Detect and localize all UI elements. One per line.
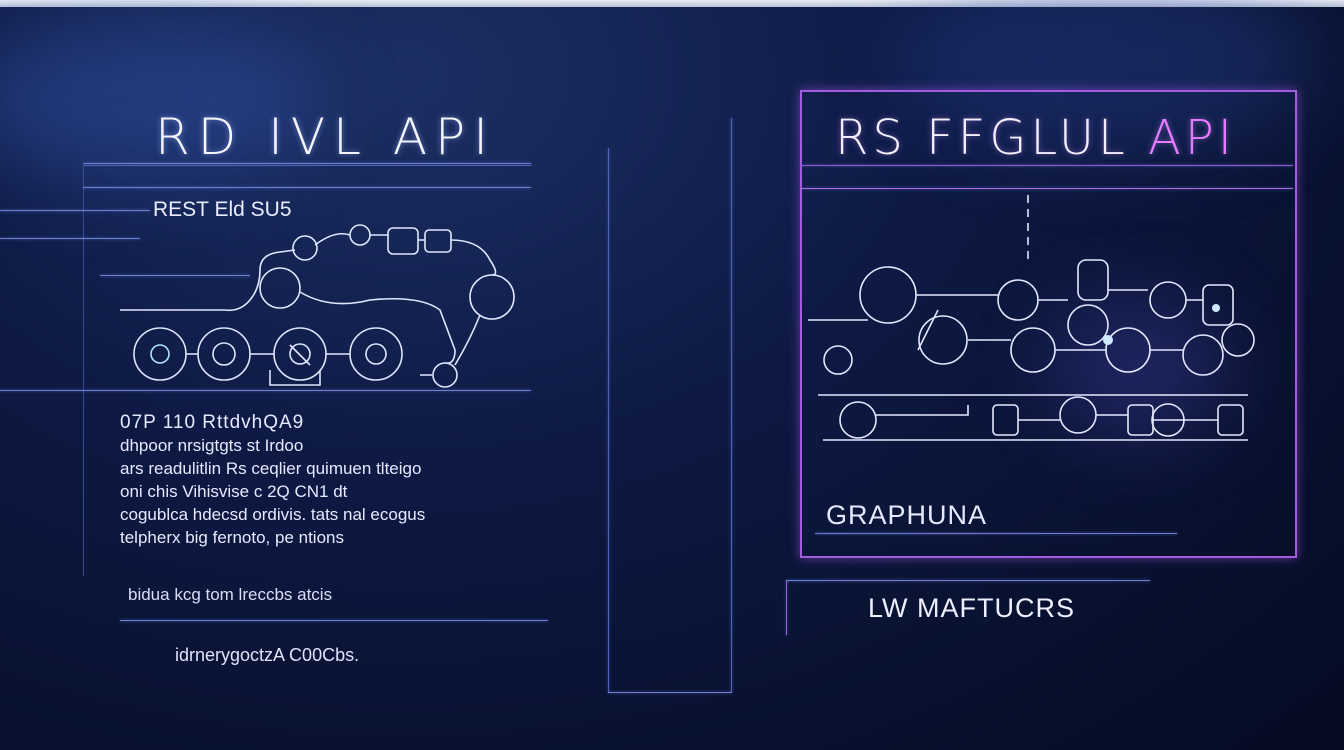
paragraph-line: telpherx big fernoto, pe ntions <box>120 528 344 547</box>
diagram-node <box>259 267 301 309</box>
right-panel-title: RS FFGLUL API <box>835 110 1236 166</box>
graph-label: GRAPHUNA <box>826 500 988 530</box>
paragraph-line: dhpoor nrsigtgts st Irdoo <box>120 436 304 455</box>
right-network-diagram <box>808 195 1255 441</box>
diagram-node <box>1202 284 1234 326</box>
left-panel-frame <box>83 165 532 576</box>
diagram-node <box>349 224 371 246</box>
diagram-node <box>197 327 251 381</box>
left-panel-note: bidua kcg tom lreccbs atcis <box>128 585 333 604</box>
divider <box>786 580 1150 581</box>
right-panel-title-main: RS FFGLUL <box>835 110 1129 166</box>
divider <box>815 533 1177 534</box>
diagram-node <box>918 315 968 365</box>
diagram-node <box>1221 323 1255 357</box>
diagram-node <box>992 404 1019 436</box>
diagram-node <box>292 235 318 261</box>
diagram-node <box>823 345 853 375</box>
diagram-node <box>424 229 452 253</box>
diagram-link <box>314 232 497 276</box>
divider <box>608 692 732 693</box>
divider <box>0 210 150 211</box>
left-network-diagram <box>120 224 515 388</box>
divider <box>0 390 531 391</box>
separator-line <box>731 118 732 693</box>
paragraph-line: cogublca hdecsd ordivis. tats nal ecogus <box>120 505 426 524</box>
diagram-node <box>997 279 1039 321</box>
lower-label: LW MAFTUCRS <box>868 593 1075 623</box>
diagram-node <box>349 327 403 381</box>
left-panel-footer: idrnerygoctzA C00Cbs. <box>175 645 360 665</box>
right-panel-title-accent: API <box>1147 110 1236 166</box>
diagram-node <box>839 401 877 439</box>
diagram-node <box>1127 404 1154 436</box>
right-panel-frame <box>800 90 1297 558</box>
diagram-node <box>1105 327 1151 373</box>
diagram-node <box>1217 404 1244 436</box>
diagram-link <box>269 344 321 386</box>
divider <box>800 165 1293 166</box>
divider <box>83 163 531 164</box>
paragraph-heading: 07P 110 RttdvhQA9 <box>120 412 305 433</box>
divider <box>120 620 548 621</box>
divider <box>0 238 140 239</box>
diagram-link <box>120 249 350 355</box>
diagram-node <box>1059 396 1097 434</box>
diagram-node <box>469 274 515 320</box>
diagram-node <box>1149 281 1187 319</box>
separator-line <box>608 148 609 693</box>
diagram-node <box>1182 334 1224 376</box>
diagram-node <box>1067 304 1109 346</box>
left-panel-subtitle: REST Eld SU5 <box>153 198 292 221</box>
diagram-link <box>876 405 1218 421</box>
glow-point <box>1103 335 1113 345</box>
diagram-node <box>387 227 419 255</box>
diagram-node <box>212 342 236 366</box>
diagram-node <box>859 266 917 324</box>
glow-point <box>1212 304 1220 312</box>
diagram-link <box>818 309 1248 441</box>
diagram-node <box>150 344 170 364</box>
separator-line <box>786 580 787 635</box>
divider <box>83 187 531 188</box>
divider <box>800 188 1293 189</box>
paragraph-line: oni chis Vihisvise c 2Q CN1 dt <box>120 482 348 501</box>
left-panel-paragraph: 07P 110 RttdvhQA9 dhpoor nrsigtgts st Ir… <box>120 411 425 549</box>
diagram-node <box>1077 259 1109 301</box>
diagram-node <box>133 327 187 381</box>
divider <box>100 275 250 276</box>
diagram-link <box>299 291 456 365</box>
window-top-bar <box>0 0 1344 7</box>
left-panel-title: RD IVL API <box>155 108 496 166</box>
diagram-node <box>365 343 387 365</box>
diagram-node <box>432 362 458 388</box>
paragraph-line: ars readulitlin Rs ceqlier quimuen tltei… <box>120 459 422 478</box>
diagram-node <box>289 343 311 365</box>
diagram-node <box>1010 327 1056 373</box>
diagram-link <box>808 289 1203 321</box>
diagram-link <box>420 314 481 376</box>
